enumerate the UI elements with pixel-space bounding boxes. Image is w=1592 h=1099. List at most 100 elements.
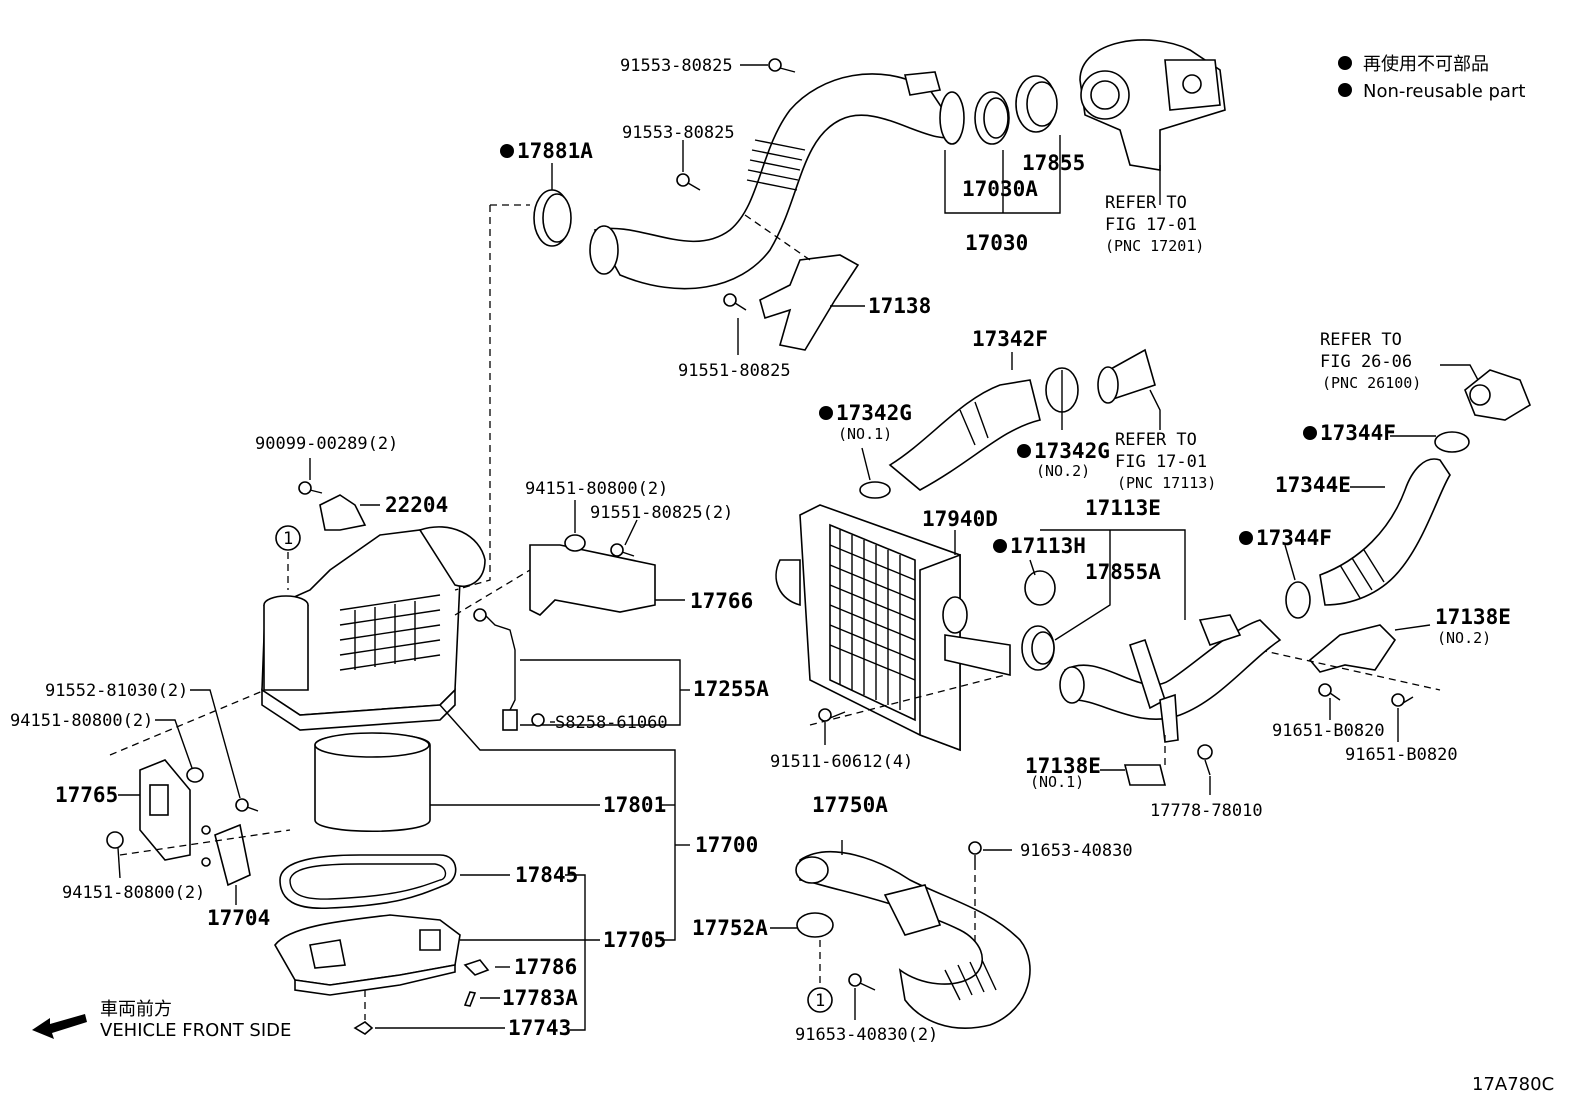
bolt-91511 xyxy=(818,708,846,722)
label-17704: 17704 xyxy=(207,906,270,930)
sensor-17255A xyxy=(473,608,518,731)
bolt-90099 xyxy=(298,481,323,495)
label-17743: 17743 xyxy=(508,1016,571,1040)
label-17342G-no1: 17342G xyxy=(836,401,912,425)
label-91551-b: 91551-80825(2) xyxy=(590,503,733,523)
bellows xyxy=(746,139,806,191)
label-17752A: 17752A xyxy=(692,916,768,940)
callout-1-lower: 1 xyxy=(807,987,833,1013)
label-no2b: (NO.2) xyxy=(1437,629,1491,647)
clip-S8258 xyxy=(531,713,545,727)
ref-pnc17113-3: (PNC 17113) xyxy=(1117,474,1216,492)
front-label-ja: 車両前方 xyxy=(100,999,172,1020)
ref-fig26-2: FIG 26-06 xyxy=(1320,352,1412,372)
label-17783A: 17783A xyxy=(502,986,578,1010)
bolt-17778 xyxy=(1197,744,1213,776)
label-17940D: 17940D xyxy=(922,507,998,531)
grommet-94151-c xyxy=(106,831,124,849)
label-91653-a: 91653-40830 xyxy=(1020,841,1133,861)
label-22204: 22204 xyxy=(385,493,448,517)
front-arrow-icon xyxy=(32,1014,87,1039)
label-17855A: 17855A xyxy=(1085,560,1161,584)
label-90099: 90099-00289(2) xyxy=(255,434,398,454)
gasket-17845 xyxy=(279,854,457,910)
bracket-17704 xyxy=(201,823,251,887)
bolt-91553-b xyxy=(676,173,701,191)
grommet-94151-a xyxy=(564,534,586,552)
cover-17705 xyxy=(274,914,461,996)
ref-fig26-1: REFER TO xyxy=(1320,330,1402,350)
ref-pnc17113-1: REFER TO xyxy=(1115,430,1197,450)
label-17342F: 17342F xyxy=(972,327,1048,351)
label-94151-c: 94151-80800(2) xyxy=(62,883,205,903)
non-reusable-dot-icon xyxy=(1338,56,1352,70)
clamp-17752A xyxy=(796,912,834,938)
duct-17750A xyxy=(795,851,1031,1029)
clamp-17113H xyxy=(1024,570,1056,606)
label-17113H: 17113H xyxy=(1010,534,1086,558)
intake-pipe-17030 xyxy=(589,71,965,290)
ref-turbo-2: FIG 17-01 xyxy=(1105,215,1197,235)
ref-fig26-3: (PNC 26100) xyxy=(1322,374,1421,392)
label-17344E: 17344E xyxy=(1275,473,1351,497)
pin-17783A xyxy=(463,991,477,1007)
bracket-17138E-no1 xyxy=(1123,764,1167,786)
non-reusable-dot-icon xyxy=(500,144,514,158)
non-reusable-dot-icon xyxy=(819,406,833,420)
callout-1-label: 1 xyxy=(815,991,825,1011)
intercooler-17940D xyxy=(775,504,1011,752)
label-17344F-top: 17344F xyxy=(1320,421,1396,445)
label-17113E: 17113E xyxy=(1085,496,1161,520)
legend-ja: 再使用不可部品 xyxy=(1363,54,1489,75)
label-17801: 17801 xyxy=(603,793,666,817)
label-91651-a: 91651-B0820 xyxy=(1272,721,1385,741)
non-reusable-dot-icon xyxy=(1303,426,1317,440)
callout-1-label: 1 xyxy=(283,529,293,549)
bolt-91551-b xyxy=(610,543,635,557)
clamp-17344F-top xyxy=(1434,431,1470,453)
label-17700: 17700 xyxy=(695,833,758,857)
grommet-94151-b xyxy=(186,767,204,783)
clip-17786 xyxy=(463,959,490,976)
legend-en: Non-reusable part xyxy=(1363,81,1525,102)
bolt-91553-a xyxy=(768,58,796,73)
bolt-91653-a xyxy=(968,841,982,870)
front-label-en: VEHICLE FRONT SIDE xyxy=(100,1020,291,1041)
label-17138E-no1: 17138E xyxy=(1025,754,1101,778)
label-no1: (NO.1) xyxy=(838,425,892,443)
bracket-17765 xyxy=(139,759,191,861)
label-94151-a: 94151-80800(2) xyxy=(525,479,668,499)
label-17881A: 17881A xyxy=(517,139,593,163)
part-labels: 91553-80825 91553-80825 17881A 17855 170… xyxy=(10,56,1554,1095)
figure-code: 17A780C xyxy=(1472,1074,1554,1095)
turbocharger xyxy=(1079,39,1226,171)
clamp-17344F xyxy=(1285,581,1311,619)
non-reusable-dot-icon xyxy=(993,539,1007,553)
label-91511: 91511-60612(4) xyxy=(770,752,913,772)
bolt-91552 xyxy=(235,798,259,812)
ref-turbo-1: REFER TO xyxy=(1105,193,1187,213)
label-no2: (NO.2) xyxy=(1036,462,1090,480)
core-grid xyxy=(829,530,916,710)
label-17030A: 17030A xyxy=(962,177,1038,201)
label-94151-b: 94151-80800(2) xyxy=(10,711,153,731)
label-17786: 17786 xyxy=(514,955,577,979)
label-17342G-no2: 17342G xyxy=(1034,439,1110,463)
bolt-91651-a xyxy=(1318,683,1341,701)
throttle-body-fig26 xyxy=(1464,369,1531,421)
label-17344F: 17344F xyxy=(1256,526,1332,550)
label-17766: 17766 xyxy=(690,589,753,613)
clamp-17342G-no1 xyxy=(859,481,891,499)
label-17138E-no2: 17138E xyxy=(1435,605,1511,629)
label-S8258: S8258-61060 xyxy=(555,713,668,733)
bracket-17138E-no2 xyxy=(1308,624,1397,673)
label-17255A: 17255A xyxy=(693,677,769,701)
plug-17743 xyxy=(353,1021,374,1035)
callout-1-upper: 1 xyxy=(275,525,301,551)
non-reusable-dot-icon xyxy=(1239,531,1253,545)
label-17138: 17138 xyxy=(868,294,931,318)
air-cleaner-case-17700 xyxy=(261,526,486,731)
hose-17855A xyxy=(1021,625,1055,671)
bracket-17766 xyxy=(529,544,656,616)
